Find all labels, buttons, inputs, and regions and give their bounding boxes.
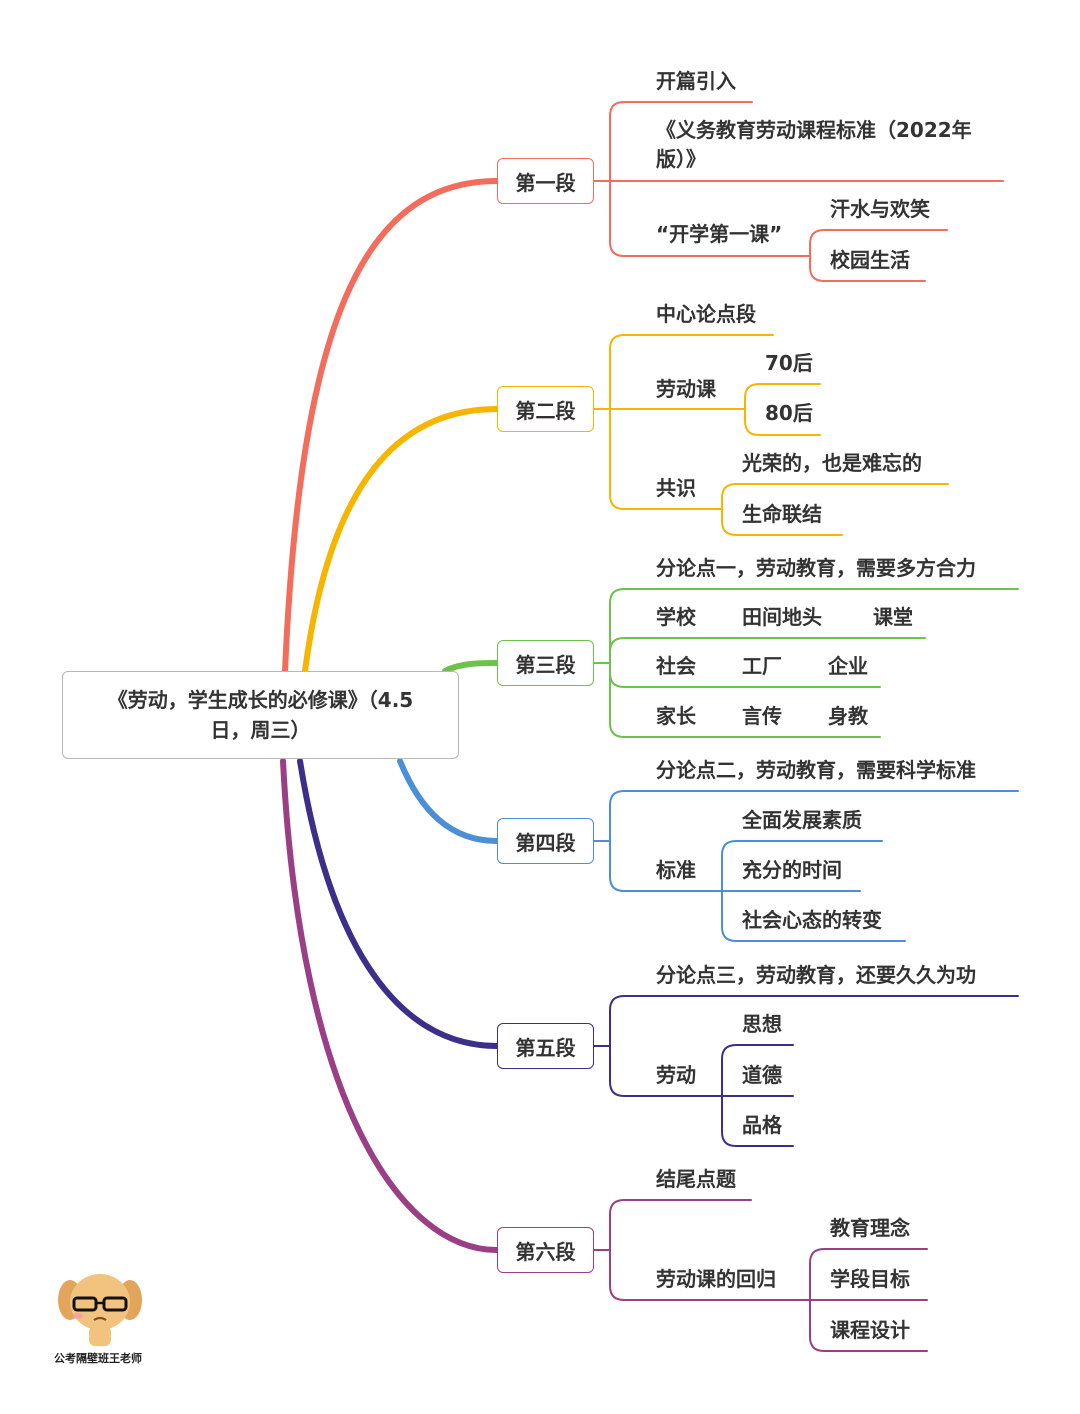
child-label[interactable]: 生命联结: [742, 502, 822, 526]
child-connector-line: [809, 1248, 928, 1301]
section-node[interactable]: 第四段: [497, 818, 594, 864]
main-branch-line: [302, 406, 500, 674]
item-word[interactable]: 言传: [742, 704, 782, 728]
child-connector-line: [744, 408, 821, 436]
item-connector-line: [609, 1199, 752, 1251]
section-node[interactable]: 第三段: [497, 640, 594, 686]
item-word[interactable]: 学校: [656, 605, 696, 629]
item-label[interactable]: 共识: [656, 476, 696, 500]
section-node[interactable]: 第五段: [497, 1023, 594, 1069]
item-connector-line: [609, 790, 1019, 842]
child-label[interactable]: 课程设计: [830, 1318, 910, 1342]
main-branch-line: [297, 758, 500, 1049]
section-node[interactable]: 第六段: [497, 1227, 594, 1273]
item-label[interactable]: 结尾点题: [656, 1167, 736, 1191]
child-label[interactable]: 教育理念: [830, 1216, 910, 1240]
root-topic[interactable]: 《劳动，学生成长的必修课》（4.5日，周三）: [62, 671, 459, 759]
child-connector-line: [721, 508, 843, 536]
child-connector-line: [721, 890, 906, 942]
item-connector-line: [609, 180, 811, 257]
main-branch-line: [397, 758, 500, 844]
item-label[interactable]: 劳动: [656, 1063, 696, 1087]
item-word[interactable]: 身教: [828, 704, 868, 728]
child-connector-line: [809, 229, 948, 257]
item-connector-line: [609, 637, 926, 664]
item-connector-line: [609, 1045, 723, 1097]
child-connector-line: [744, 383, 821, 410]
child-label[interactable]: 学段目标: [830, 1267, 910, 1291]
item-connector-line: [609, 995, 1019, 1047]
main-branch-line: [282, 178, 500, 674]
item-word[interactable]: 工厂: [742, 654, 782, 678]
item-connector-line: [609, 588, 1019, 664]
section-node[interactable]: 第一段: [497, 158, 594, 204]
item-connector-line: [609, 101, 753, 182]
child-connector-line: [721, 483, 949, 510]
child-connector-line: [809, 255, 926, 282]
child-connector-line: [721, 840, 883, 892]
root-topic-title: 《劳动，学生成长的必修课》（4.5日，周三）: [107, 688, 414, 742]
child-connector-line: [809, 1299, 928, 1352]
main-branch-line: [442, 660, 500, 674]
child-label[interactable]: 社会心态的转变: [742, 908, 882, 932]
child-label[interactable]: 道德: [742, 1063, 782, 1087]
item-label[interactable]: 标准: [656, 858, 696, 882]
item-connector-line: [609, 1249, 811, 1301]
item-word[interactable]: 社会: [656, 654, 696, 678]
item-label[interactable]: 分论点一，劳动教育，需要多方合力: [656, 556, 976, 580]
child-label[interactable]: 汗水与欢笑: [830, 197, 930, 221]
item-word[interactable]: 课堂: [873, 605, 913, 629]
item-word[interactable]: 田间地头: [742, 605, 822, 629]
section-node[interactable]: 第二段: [497, 386, 594, 432]
item-label[interactable]: 版）》: [656, 147, 706, 171]
main-branch-line: [280, 758, 500, 1253]
child-label[interactable]: 70后: [765, 351, 813, 375]
child-label[interactable]: 校园生活: [830, 248, 910, 272]
child-label[interactable]: 光荣的，也是难忘的: [742, 451, 922, 475]
child-label[interactable]: 品格: [742, 1113, 782, 1137]
child-label[interactable]: 全面发展素质: [742, 808, 862, 832]
child-connector-line: [721, 1044, 794, 1097]
watermark-author: 公考隔壁班王老师: [54, 1352, 142, 1365]
child-label[interactable]: 充分的时间: [742, 858, 842, 882]
item-label[interactable]: 分论点二，劳动教育，需要科学标准: [656, 758, 976, 782]
item-word[interactable]: 企业: [828, 654, 868, 678]
item-label[interactable]: 分论点三，劳动教育，还要久久为功: [656, 963, 976, 987]
item-label[interactable]: “开学第一课”: [656, 222, 783, 246]
item-connector-line: [609, 840, 723, 892]
mascot-dog-icon: [58, 1274, 142, 1346]
item-connector-line: [609, 662, 881, 738]
item-word[interactable]: 家长: [656, 704, 696, 728]
item-label[interactable]: 开篇引入: [656, 69, 736, 93]
item-connector-line: [609, 408, 723, 510]
item-label[interactable]: 劳动课: [656, 377, 716, 401]
item-label[interactable]: 中心论点段: [656, 302, 756, 326]
item-label[interactable]: 劳动课的回归: [656, 1267, 776, 1291]
child-label[interactable]: 思想: [742, 1012, 782, 1036]
item-connector-line: [609, 334, 774, 410]
child-label[interactable]: 80后: [765, 401, 813, 425]
item-label[interactable]: 《义务教育劳动课程标准（2022年: [656, 118, 972, 142]
child-connector-line: [721, 1095, 794, 1147]
